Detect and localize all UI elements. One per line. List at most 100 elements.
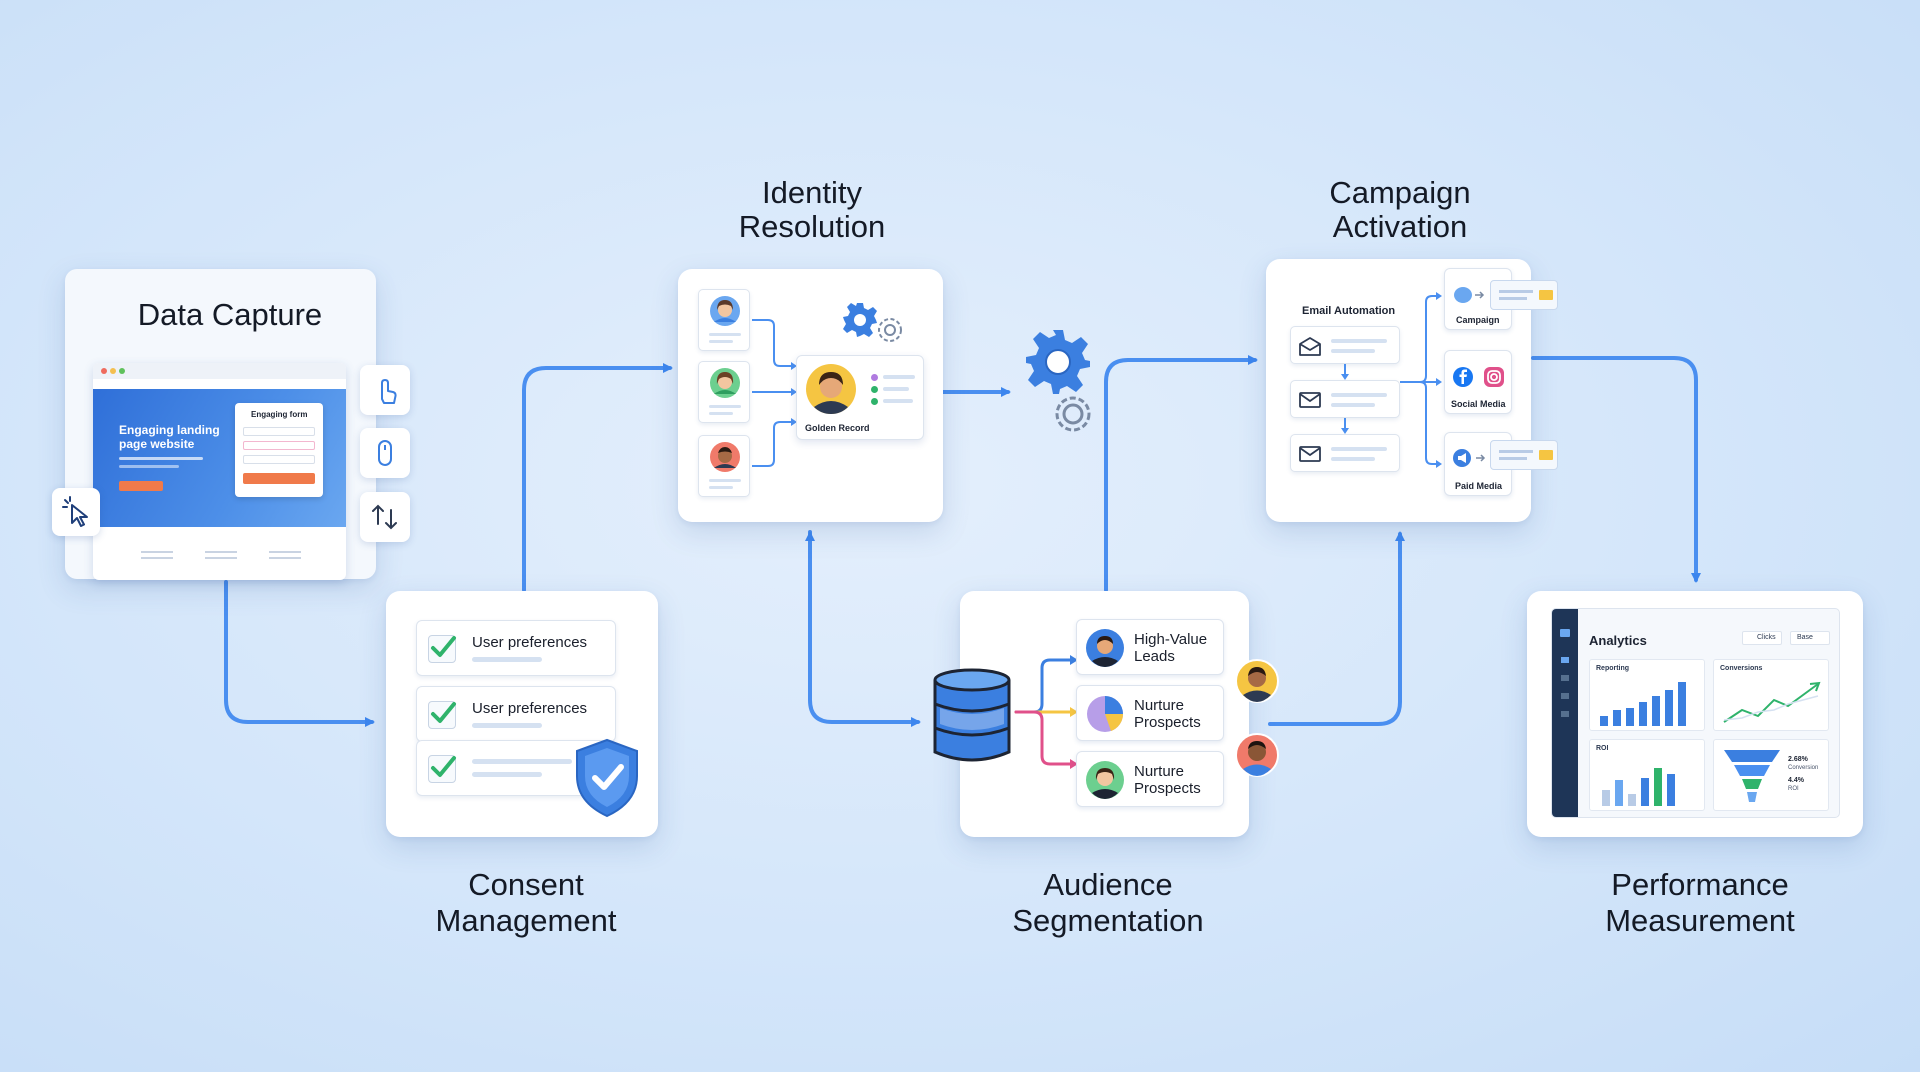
engaging-form: Engaging form — [235, 403, 323, 497]
base-filter-label: Base — [1797, 634, 1813, 641]
merge-lines — [752, 319, 797, 467]
roi-value: 4.4% — [1788, 777, 1804, 784]
form-field[interactable] — [243, 455, 315, 464]
campaign-title-line-1: Campaign — [1329, 175, 1471, 210]
person-avatar-icon — [1086, 761, 1124, 799]
channel-social-media[interactable]: Social Media — [1444, 350, 1512, 414]
arrow-segment-to-campaign — [1268, 531, 1405, 726]
instagram-icon — [1484, 367, 1504, 387]
reporting-panel: Reporting — [1589, 659, 1705, 731]
golden-record-avatar — [806, 364, 856, 414]
window-dot-red — [101, 368, 107, 374]
panel-label: Reporting — [1596, 665, 1630, 672]
email-step — [1290, 380, 1400, 418]
arrow-identity-database — [808, 530, 921, 727]
message-card — [1490, 280, 1558, 310]
data-capture-title: Data Capture — [137, 297, 323, 332]
golden-record-card: Golden Record — [796, 355, 924, 440]
segment-pill-nurture-1[interactable]: Nurture Prospects — [1076, 685, 1224, 741]
envelope-icon — [1539, 290, 1553, 300]
channel-label: Campaign — [1456, 315, 1500, 325]
segment-branches — [1014, 655, 1078, 769]
person-avatar-icon — [1235, 659, 1279, 703]
conversion-label: Conversion — [1788, 765, 1819, 771]
form-title: Engaging form — [251, 410, 308, 419]
base-filter[interactable]: Base — [1790, 631, 1830, 645]
segment-label-line-2: Prospects — [1134, 780, 1201, 797]
segment-pill-high-value[interactable]: High-Value Leads — [1076, 619, 1224, 675]
campaign-flow-lines — [1341, 292, 1442, 468]
megaphone-icon — [1453, 449, 1486, 467]
hero-line — [119, 465, 179, 468]
golden-record-label: Golden Record — [805, 423, 870, 433]
window-dot-yellow — [110, 368, 116, 374]
pie-chart-icon — [1087, 696, 1123, 732]
performance-title-line-1: Performance — [1611, 867, 1789, 902]
segment-pill-nurture-2[interactable]: Nurture Prospects — [1076, 751, 1224, 807]
email-icon — [1299, 446, 1321, 462]
consent-item[interactable]: User preferences — [416, 620, 616, 676]
consent-item-label: User preferences — [472, 700, 588, 717]
mouse-icon — [360, 428, 410, 478]
channel-campaign[interactable]: Campaign — [1444, 268, 1512, 330]
segment-label-line-1: High-Value — [1134, 631, 1208, 648]
email-step — [1290, 326, 1400, 364]
channel-label: Paid Media — [1455, 481, 1503, 491]
form-field[interactable] — [243, 427, 315, 436]
facebook-icon — [1453, 367, 1473, 387]
gears-icon — [843, 303, 902, 342]
email-automation-label: Email Automation — [1302, 305, 1396, 317]
shield-check-icon — [576, 738, 638, 818]
identity-title-line-2: Resolution — [738, 209, 886, 244]
segment-label-line-2: Prospects — [1134, 714, 1201, 731]
bar-chart-icon — [1602, 768, 1675, 806]
window-dot-green — [119, 368, 125, 374]
performance-title-line-2: Measurement — [1605, 903, 1795, 938]
segmentation-title-line-2: Segmentation — [1012, 903, 1204, 938]
tap-icon — [360, 365, 410, 415]
form-submit-button[interactable] — [243, 473, 315, 484]
roi-panel: ROI — [1589, 739, 1705, 811]
consent-item-line — [472, 759, 572, 764]
cursor-click-icon — [52, 488, 100, 536]
consent-item-label: User preferences — [472, 634, 588, 651]
consent-item[interactable]: User preferences — [416, 686, 616, 742]
dashboard-sidebar — [1552, 609, 1578, 817]
channel-label: Social Media — [1451, 399, 1506, 409]
arrow-segmentation-to-campaign — [1104, 355, 1258, 592]
panel-label: ROI — [1596, 745, 1609, 752]
form-field[interactable] — [243, 441, 315, 450]
profile-card — [698, 289, 750, 351]
segment-label-line-1: Nurture — [1134, 763, 1185, 780]
identity-title-line-1: Identity — [762, 175, 862, 210]
segment-label-line-1: Nurture — [1134, 697, 1185, 714]
arrow-consent-to-identity — [522, 363, 673, 592]
profile-card — [698, 361, 750, 423]
hero-line — [119, 457, 203, 460]
email-icon — [1299, 392, 1321, 408]
database-icon — [933, 668, 1011, 762]
conversions-panel: Conversions — [1713, 659, 1829, 731]
browser-window: Engaging landing page website Engaging f… — [93, 363, 346, 580]
conversion-rate-value: 2.68% — [1788, 756, 1808, 763]
analytics-title: Analytics — [1589, 633, 1647, 648]
clicks-filter[interactable]: Clicks — [1742, 631, 1782, 645]
person-avatar-icon — [1086, 629, 1124, 667]
consent-title-line-1: Consent — [468, 867, 584, 902]
bar-chart-icon — [1600, 682, 1686, 726]
segment-label-line-2: Leads — [1134, 648, 1175, 665]
funnel-panel: 2.68% Conversion 4.4% ROI — [1713, 739, 1829, 811]
chat-bubble-icon — [1454, 287, 1485, 303]
footer-links — [93, 549, 346, 569]
scroll-icon — [360, 492, 410, 542]
consent-item-line — [472, 772, 542, 777]
line-chart-icon — [1723, 681, 1821, 723]
consent-title-line-2: Management — [435, 903, 617, 938]
hero-text-line-1: Engaging landing — [119, 423, 220, 437]
funnel-icon — [1724, 750, 1780, 802]
arrow-capture-to-consent — [224, 580, 375, 727]
hero-cta-button[interactable] — [119, 481, 163, 491]
arrow-campaign-to-performance — [1531, 356, 1701, 583]
